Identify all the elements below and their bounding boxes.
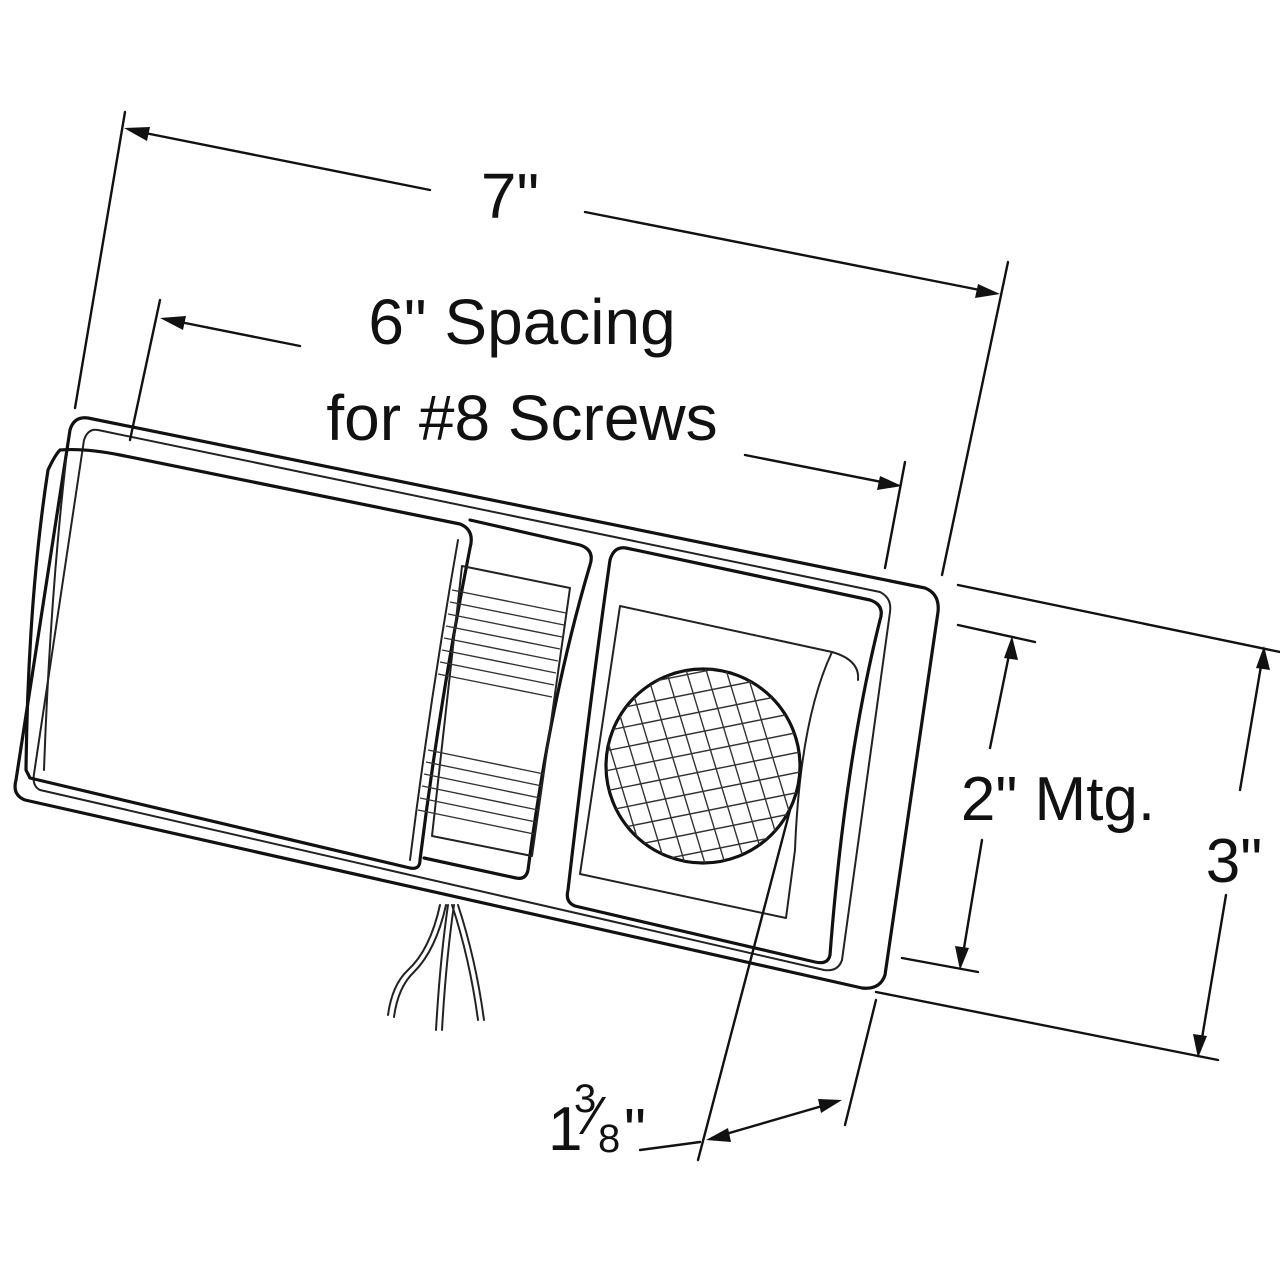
depth-numerator: 3	[574, 1077, 596, 1121]
depth-whole: 1	[548, 1095, 582, 1164]
overall-length-label: 7"	[481, 160, 539, 232]
center-ribbed-section	[417, 518, 593, 880]
dimension-3-inch-height	[874, 583, 1280, 1062]
dimension-6-inch-spacing	[128, 298, 907, 570]
left-lens-cover	[24, 447, 473, 870]
depth-label: 1 3 ⁄ 8 "	[548, 1077, 646, 1166]
screw-spacing-label-line2: for #8 Screws	[326, 382, 717, 454]
license-window	[565, 546, 883, 965]
lamp-housing	[13, 416, 940, 990]
screw-spacing-label-line1: 6" Spacing	[368, 286, 675, 358]
depth-unit: "	[624, 1097, 646, 1166]
depth-denominator: 8	[598, 1117, 620, 1161]
dimension-1-3-8-inch-depth	[638, 808, 878, 1162]
dimension-2-inch-mounting	[900, 623, 1037, 974]
ribs-upper	[437, 589, 567, 698]
mounting-height-label: 2" Mtg.	[961, 765, 1155, 834]
ribs-lower	[417, 749, 545, 835]
lead-wires	[387, 904, 485, 1031]
dimension-7-inch	[73, 110, 1010, 577]
round-reflector-lens	[604, 667, 802, 865]
overall-height-label: 3"	[1206, 827, 1263, 896]
